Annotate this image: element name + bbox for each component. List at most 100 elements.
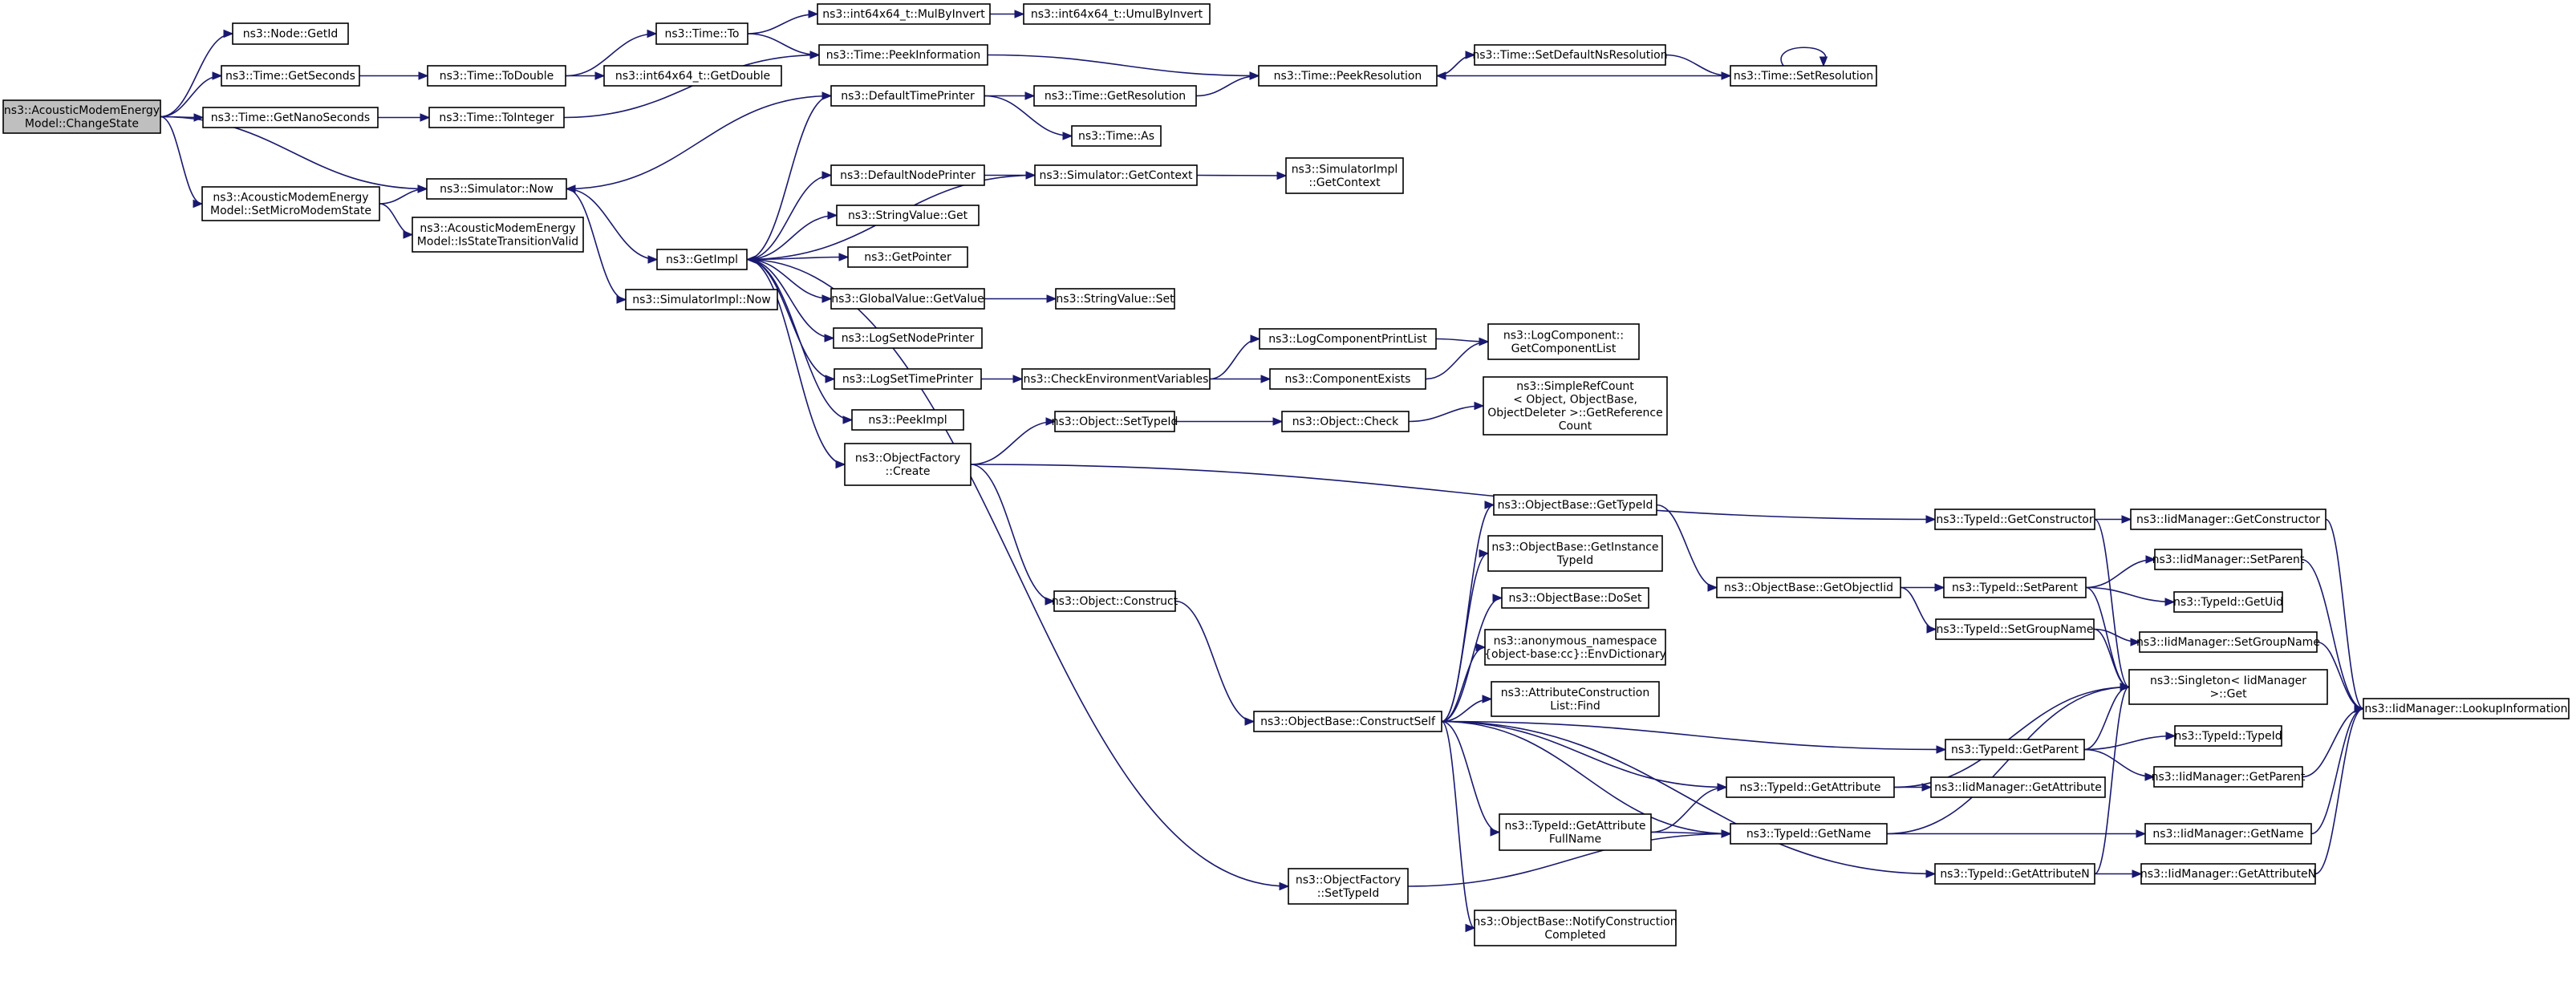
node-label: ns3::IidManager::GetParent	[2152, 771, 2306, 784]
call-edge	[746, 258, 834, 339]
call-edge	[1407, 833, 1731, 887]
function-node-ns3-time-as[interactable]: ns3::Time::As	[1071, 125, 1162, 147]
node-box	[1034, 164, 1198, 186]
function-node-ns3-object-construct[interactable]: ns3::Object::Construct	[1052, 590, 1178, 612]
function-node-ns3-acousticmodemenergy-model-changestate[interactable]: ns3::AcousticModemEnergyModel::ChangeSta…	[2, 99, 161, 134]
function-node-ns3-object-settypeid[interactable]: ns3::Object::SetTypeId	[1052, 411, 1178, 432]
function-node-ns3-iidmanager-setgroupname[interactable]: ns3::IidManager::SetGroupName	[2136, 631, 2320, 653]
function-node-ns3-node-getid[interactable]: ns3::Node::GetId	[232, 22, 349, 45]
function-node-ns3-simulator-now[interactable]: ns3::Simulator::Now	[426, 178, 567, 200]
function-node-ns3-simulator-getcontext[interactable]: ns3::Simulator::GetContext	[1034, 164, 1198, 186]
function-node-ns3-time-setresolution[interactable]: ns3::Time::SetResolution	[1730, 65, 1877, 87]
node-box	[221, 65, 360, 87]
function-node-ns3-objectbase-getobjectiid[interactable]: ns3::ObjectBase::GetObjectIid	[1716, 577, 1901, 598]
function-node-ns3-getimpl[interactable]: ns3::GetImpl	[656, 249, 748, 270]
function-node-ns3-singleton-iidmanager-get[interactable]: ns3::Singleton< IidManager >::Get	[2128, 669, 2328, 705]
function-node-ns3-time-getnanoseconds[interactable]: ns3::Time::GetNanoSeconds	[202, 107, 379, 128]
function-node-ns3-logsetnodeprinter[interactable]: ns3::LogSetNodePrinter	[833, 327, 983, 349]
function-node-ns3-acousticmodemenergy-model-setmicromodemstate[interactable]: ns3::AcousticModemEnergyModel::SetMicroM…	[201, 186, 380, 221]
function-node-ns3-anonymous-namespace-object-base-cc-envdictionary[interactable]: ns3::anonymous_namespace{object-base:cc}…	[1484, 629, 1666, 666]
edge-arrowhead	[1012, 375, 1024, 383]
function-node-ns3-simplerefcount-object-objectbase-objectdeleter-getreference-count[interactable]: ns3::SimpleRefCount< Object, ObjectBase,…	[1483, 376, 1668, 436]
function-node-ns3-typeid-typeid[interactable]: ns3::TypeId::TypeId	[2174, 725, 2282, 747]
function-node-ns3-objectbase-doset[interactable]: ns3::ObjectBase::DoSet	[1501, 587, 1649, 609]
function-node-ns3-time-peekresolution[interactable]: ns3::Time::PeekResolution	[1258, 65, 1438, 87]
call-edge	[2310, 707, 2364, 835]
function-node-ns3-iidmanager-getparent[interactable]: ns3::IidManager::GetParent	[2152, 766, 2306, 788]
function-node-ns3-typeid-getparent[interactable]: ns3::TypeId::GetParent	[1945, 739, 2085, 760]
function-node-ns3-objectfactory-create[interactable]: ns3::ObjectFactory::Create	[844, 443, 972, 486]
function-node-ns3-typeid-getattributen[interactable]: ns3::TypeId::GetAttributeN	[1934, 863, 2095, 885]
node-label: ns3::TypeId::GetUid	[2173, 596, 2283, 609]
function-node-ns3-time-to[interactable]: ns3::Time::To	[655, 22, 748, 45]
node-label: ns3::ObjectBase::GetObjectIid	[1724, 582, 1893, 594]
node-label: ns3::SimulatorImpl::Now	[632, 294, 771, 306]
function-node-ns3-typeid-setparent[interactable]: ns3::TypeId::SetParent	[1943, 577, 2087, 598]
node-box	[1033, 85, 1197, 107]
function-node-ns3-int64x64-t-umulbyinvert[interactable]: ns3::int64x64_t::UmulByInvert	[1023, 3, 1211, 25]
function-node-ns3-iidmanager-setparent[interactable]: ns3::IidManager::SetParent	[2152, 549, 2305, 570]
function-node-ns3-defaulttimeprinter[interactable]: ns3::DefaultTimePrinter	[830, 85, 985, 107]
function-node-ns3-time-getseconds[interactable]: ns3::Time::GetSeconds	[221, 65, 360, 87]
node-label: ns3::Time::SetDefaultNsResolution	[1472, 49, 1667, 62]
node-box	[1493, 494, 1657, 516]
function-node-ns3-typeid-getconstructor[interactable]: ns3::TypeId::GetConstructor	[1934, 509, 2095, 530]
function-node-ns3-simulatorimpl-now[interactable]: ns3::SimulatorImpl::Now	[625, 289, 778, 310]
function-node-ns3-time-getresolution[interactable]: ns3::Time::GetResolution	[1033, 85, 1197, 107]
edge-arrowhead	[1479, 549, 1490, 558]
function-node-ns3-iidmanager-getattribute[interactable]: ns3::IidManager::GetAttribute	[1930, 776, 2106, 798]
node-label: ::SetTypeId	[1317, 887, 1380, 900]
node-box	[201, 186, 380, 221]
function-node-ns3-time-tointeger[interactable]: ns3::Time::ToInteger	[428, 107, 565, 128]
function-node-ns3-logsettimeprinter[interactable]: ns3::LogSetTimePrinter	[834, 368, 982, 390]
function-node-ns3-object-check[interactable]: ns3::Object::Check	[1281, 411, 1410, 432]
node-box	[1259, 328, 1437, 350]
function-node-ns3-typeid-getname[interactable]: ns3::TypeId::GetName	[1730, 823, 1888, 845]
function-node-ns3-time-todouble[interactable]: ns3::Time::ToDouble	[427, 65, 566, 87]
function-node-ns3-iidmanager-lookupinformation[interactable]: ns3::IidManager::LookupInformation	[2363, 698, 2570, 719]
function-node-ns3-time-setdefaultnsresolution[interactable]: ns3::Time::SetDefaultNsResolution	[1472, 44, 1668, 66]
edge-arrowhead	[1707, 583, 1718, 592]
function-node-ns3-globalvalue-getvalue[interactable]: ns3::GlobalValue::GetValue	[830, 288, 985, 310]
function-node-ns3-getpointer[interactable]: ns3::GetPointer	[847, 246, 968, 268]
function-node-ns3-iidmanager-getconstructor[interactable]: ns3::IidManager::GetConstructor	[2130, 509, 2327, 530]
function-node-ns3-objectbase-constructself[interactable]: ns3::ObjectBase::ConstructSelf	[1253, 711, 1442, 732]
function-node-ns3-acousticmodemenergy-model-isstatetransitionvalid[interactable]: ns3::AcousticModemEnergyModel::IsStateTr…	[412, 217, 584, 253]
function-node-ns3-peekimpl[interactable]: ns3::PeekImpl	[851, 409, 964, 431]
function-node-ns3-defaultnodeprinter[interactable]: ns3::DefaultNodePrinter	[830, 164, 985, 186]
node-label: GetComponentList	[1511, 342, 1617, 355]
node-box	[1253, 711, 1442, 732]
function-node-ns3-iidmanager-getname[interactable]: ns3::IidManager::GetName	[2144, 823, 2312, 845]
node-label: ns3::AcousticModemEnergy	[420, 222, 575, 235]
function-node-ns3-int64x64-t-getdouble[interactable]: ns3::int64x64_t::GetDouble	[603, 65, 782, 87]
function-node-ns3-stringvalue-get[interactable]: ns3::StringValue::Get	[836, 205, 980, 226]
node-label: ns3::Object::Check	[1292, 415, 1399, 428]
function-node-ns3-objectbase-notifyconstruction-completed[interactable]: ns3::ObjectBase::NotifyConstructionCompl…	[1473, 910, 1677, 946]
function-node-ns3-typeid-setgroupname[interactable]: ns3::TypeId::SetGroupName	[1935, 618, 2095, 640]
function-node-ns3-componentexists[interactable]: ns3::ComponentExists	[1269, 368, 1426, 390]
node-label: Model::SetMicroModemState	[210, 205, 371, 217]
edge-arrowhead	[1014, 10, 1025, 18]
node-label: ns3::Time::ToInteger	[439, 111, 554, 124]
function-node-ns3-typeid-getattribute[interactable]: ns3::TypeId::GetAttribute	[1726, 776, 1895, 798]
function-node-ns3-checkenvironmentvariables[interactable]: ns3::CheckEnvironmentVariables	[1021, 368, 1211, 390]
function-node-ns3-logcomponentprintlist[interactable]: ns3::LogComponentPrintList	[1259, 328, 1437, 350]
call-edge	[1436, 54, 1475, 77]
node-box	[2139, 631, 2318, 653]
function-node-ns3-simulatorimpl-getcontext[interactable]: ns3::SimulatorImpl::GetContext	[1285, 157, 1404, 194]
node-box	[1730, 823, 1888, 845]
function-node-ns3-time-peekinformation[interactable]: ns3::Time::PeekInformation	[818, 44, 988, 66]
function-node-ns3-objectfactory-settypeid[interactable]: ns3::ObjectFactory::SetTypeId	[1288, 868, 1409, 905]
function-node-ns3-objectbase-gettypeid[interactable]: ns3::ObjectBase::GetTypeId	[1493, 494, 1657, 516]
node-box	[1285, 157, 1404, 194]
function-node-ns3-iidmanager-getattributen[interactable]: ns3::IidManager::GetAttributeN	[2140, 863, 2316, 885]
call-edge	[2301, 558, 2364, 710]
node-box	[202, 107, 379, 128]
function-node-ns3-logcomponent-getcomponentlist[interactable]: ns3::LogComponent::GetComponentList	[1487, 323, 1640, 360]
function-node-ns3-typeid-getuid[interactable]: ns3::TypeId::GetUid	[2173, 591, 2283, 613]
function-node-ns3-int64x64-t-mulbyinvert[interactable]: ns3::int64x64_t::MulByInvert	[817, 3, 991, 25]
function-node-ns3-stringvalue-set[interactable]: ns3::StringValue::Set	[1055, 288, 1175, 310]
